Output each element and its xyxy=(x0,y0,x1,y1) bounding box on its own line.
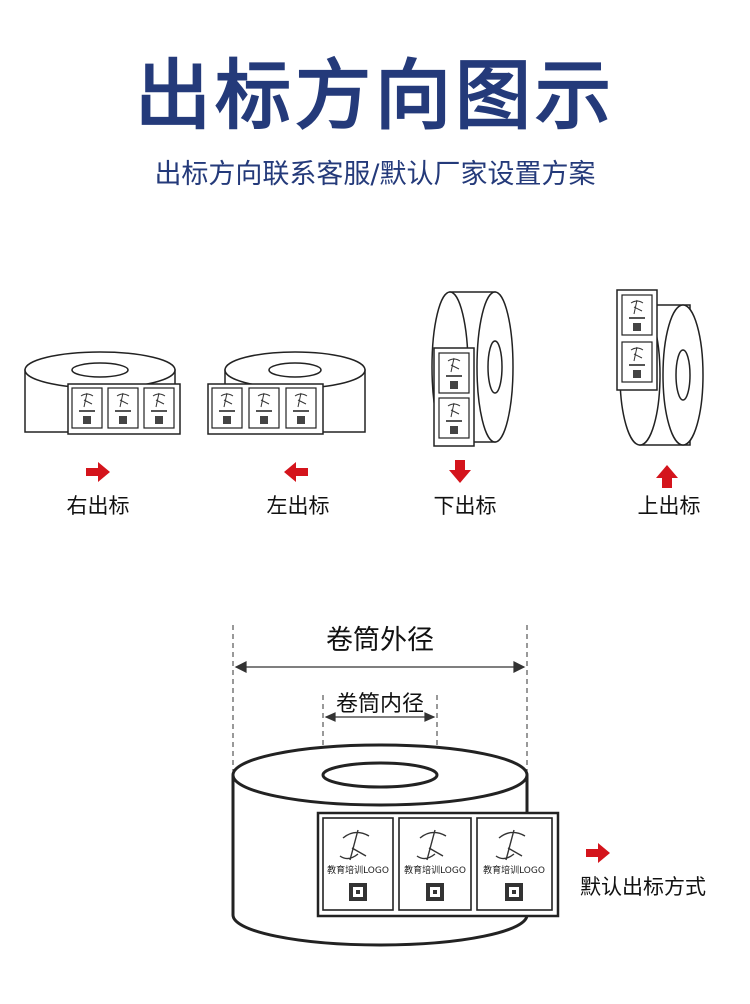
sticker-text-2: 教育培训LOGO xyxy=(404,864,466,876)
page-subtitle: 出标方向联系客服/默认厂家设置方案 xyxy=(154,159,596,190)
direction-label-right: 右出标 xyxy=(66,494,130,518)
outer-diameter-label: 卷筒外径 xyxy=(326,625,434,656)
arrow-right-icon xyxy=(86,462,110,482)
sticker-text-3: 教育培训LOGO xyxy=(483,864,545,876)
direction-rolls-drawing xyxy=(24,289,704,488)
arrow-down-icon xyxy=(449,460,471,483)
page-title: 出标方向图示 xyxy=(135,51,615,140)
roll-right-exit xyxy=(24,351,181,435)
direction-label-down: 下出标 xyxy=(433,494,497,518)
direction-label-up: 上出标 xyxy=(637,494,701,518)
roll-up-exit xyxy=(616,289,704,446)
roll-left-exit xyxy=(207,351,366,435)
inner-diameter-label: 卷筒内径 xyxy=(335,692,424,717)
sticker-text-1: 教育培训LOGO xyxy=(327,864,389,876)
default-direction-label: 默认出标方式 xyxy=(580,875,706,899)
direction-label-left: 左出标 xyxy=(266,494,330,518)
default-arrow-right-icon xyxy=(586,843,610,863)
label-sticker-3 xyxy=(476,817,553,911)
arrow-left-icon xyxy=(284,462,308,482)
roll-dimension-diagram: 教育培训LOGO 教育培训LOGO 教育培训LOGO 卷筒外径 卷筒内径 xyxy=(0,600,750,1000)
arrow-up-icon xyxy=(656,465,678,488)
direction-examples: 右出标 左出标 下出标 上出标 xyxy=(0,270,750,540)
label-sticker-2 xyxy=(398,817,472,911)
roll-down-exit xyxy=(431,291,514,447)
label-sticker-1 xyxy=(322,817,394,911)
large-roll-drawing: 教育培训LOGO 教育培训LOGO 教育培训LOGO xyxy=(231,625,610,947)
